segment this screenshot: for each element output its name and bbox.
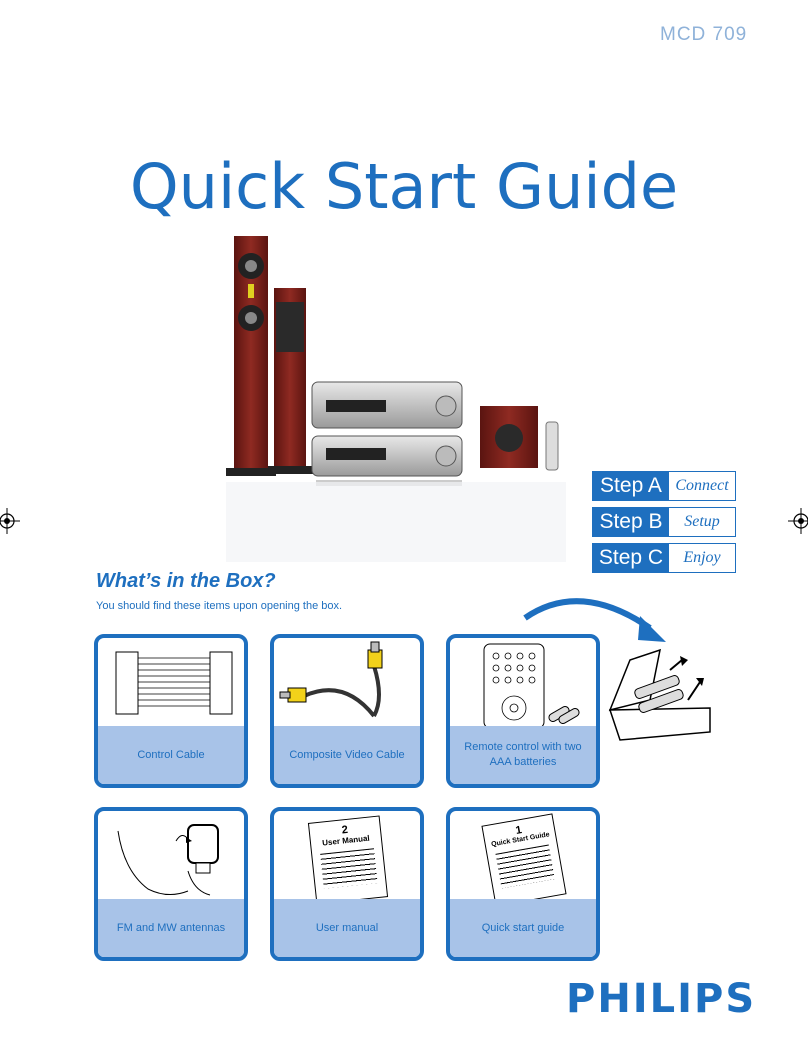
step-label: Step A <box>593 472 669 500</box>
item-label: Control Cable <box>98 726 244 784</box>
doc-lines <box>495 844 555 889</box>
step-b: Step B Setup <box>592 507 736 537</box>
battery-insertion-illustration <box>523 598 711 741</box>
quick-start-doc: 1 Quick Start Guide <box>481 813 567 907</box>
item-label: Remote control with two AAA batteries <box>450 726 596 784</box>
item-label: User manual <box>274 899 420 957</box>
section-heading: What’s in the Box? <box>96 570 276 592</box>
remote-control-icon <box>483 643 580 729</box>
box-item-user-manual: 2 User Manual User manual <box>270 807 424 961</box>
doc-lines <box>320 848 378 889</box>
step-label: Step B <box>593 508 669 536</box>
item-label: Quick start guide <box>450 899 596 957</box>
ribbon-cable-icon <box>115 651 233 715</box>
rca-cable-icon <box>279 641 383 718</box>
step-a: Step A Connect <box>592 471 736 501</box>
step-action: Enjoy <box>683 549 721 566</box>
item-label: FM and MW antennas <box>98 899 244 957</box>
box-item-quick-start-guide: 1 Quick Start Guide Quick start guide <box>446 807 600 961</box>
model-number: MCD 709 <box>660 24 748 45</box>
user-manual-doc: 2 User Manual <box>307 815 389 905</box>
box-item-video-cable: Composite Video Cable <box>270 634 424 788</box>
antenna-icon <box>117 824 219 896</box>
product-image <box>226 236 566 562</box>
step-action: Connect <box>675 477 729 494</box>
step-label: Step C <box>593 544 669 572</box>
registration-mark-icon <box>0 508 20 534</box>
step-c: Step C Enjoy <box>592 543 736 573</box>
box-item-remote: Remote control with two AAA batteries <box>446 634 600 788</box>
box-item-control-cable: Control Cable <box>94 634 248 788</box>
page-title: Quick Start Guide <box>129 150 679 223</box>
registration-mark-icon <box>788 508 808 534</box>
item-label: Composite Video Cable <box>274 726 420 784</box>
section-subtitle: You should find these items upon opening… <box>96 600 343 612</box>
step-action: Setup <box>684 513 720 530</box>
box-item-antennas: FM and MW antennas <box>94 807 248 961</box>
philips-logo: PHILIPS <box>566 976 757 1022</box>
